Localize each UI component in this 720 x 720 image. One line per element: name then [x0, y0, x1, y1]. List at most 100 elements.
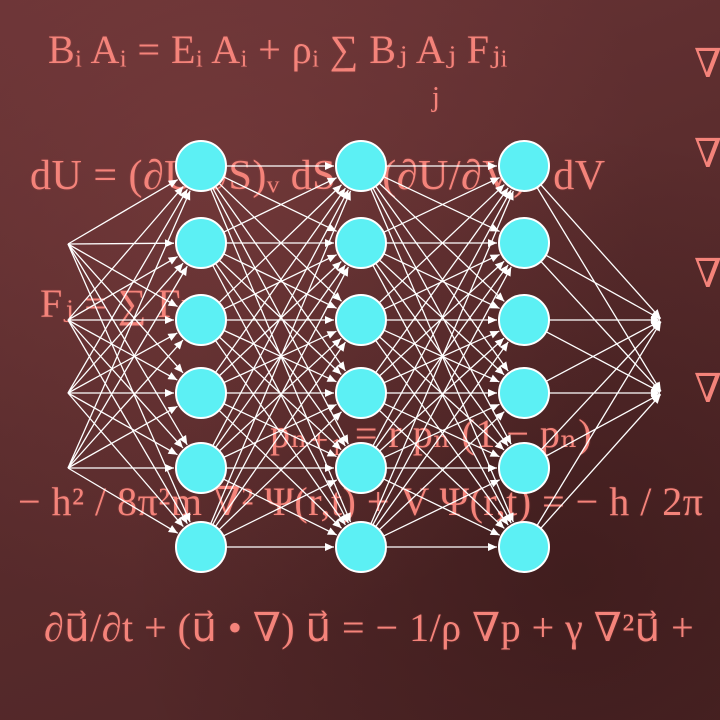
edge-arrowhead — [174, 363, 184, 373]
network-edge — [383, 479, 500, 537]
network-edge — [378, 411, 505, 531]
network-edge — [67, 190, 191, 469]
network-node — [498, 367, 550, 419]
nabla-symbol: ∇ — [694, 131, 720, 176]
network-edge — [218, 182, 342, 302]
network-node — [335, 294, 387, 346]
network-edge — [218, 337, 342, 452]
edge-arrowhead — [503, 513, 512, 524]
network-edge — [545, 320, 661, 382]
network-node — [335, 217, 387, 269]
network-node — [175, 294, 227, 346]
network-edge — [67, 242, 175, 245]
edge-arrowhead — [326, 177, 337, 186]
edge-arrowhead — [332, 519, 342, 529]
network-edge — [540, 184, 662, 319]
network-edge — [545, 254, 661, 320]
network-node — [335, 521, 387, 573]
network-edge — [67, 255, 178, 321]
network-edge — [67, 186, 184, 321]
edge-arrowhead — [499, 361, 509, 372]
network-edge — [536, 187, 662, 392]
network-edge — [212, 187, 349, 445]
network-edge — [67, 179, 179, 245]
network-edge — [67, 405, 178, 469]
network-edge — [67, 392, 178, 456]
edge-arrowhead — [489, 374, 500, 382]
network-edge — [378, 409, 505, 529]
network-edge — [67, 332, 178, 394]
edge-arrowhead — [179, 266, 188, 277]
edge-arrowhead — [167, 298, 178, 307]
edge-arrowhead — [174, 186, 184, 196]
edge-arrowhead — [167, 372, 178, 381]
edge-arrowhead — [489, 449, 500, 457]
network-edge — [67, 262, 184, 394]
edge-arrowhead — [174, 517, 184, 527]
network-edge — [223, 176, 337, 232]
network-edge — [372, 266, 512, 526]
edge-arrowhead — [167, 256, 178, 265]
edge-arrowhead — [325, 389, 334, 397]
edge-arrowhead — [340, 434, 349, 445]
edge-arrowhead — [489, 527, 500, 536]
edge-arrowhead — [331, 338, 342, 348]
network-edge — [372, 187, 512, 445]
edge-arrowhead — [336, 342, 346, 352]
network-edge — [379, 337, 505, 452]
edge-arrowhead — [325, 543, 334, 551]
network-node — [335, 140, 387, 192]
edge-arrowhead — [332, 411, 342, 421]
network-edge — [67, 243, 184, 374]
edge-arrowhead — [174, 263, 184, 273]
edge-arrowhead — [167, 446, 178, 455]
radiosity-equation: Bᵢ Aᵢ = Eᵢ Aᵢ + ρᵢ ∑ Bⱼ Aⱼ Fⱼᵢ — [48, 27, 508, 72]
network-edge — [223, 479, 338, 537]
navier-stokes-equation: ∂u⃗/∂t + (u⃗ • ∇) u⃗ = − 1/ρ ∇p + γ ∇²u⃗… — [44, 605, 695, 650]
network-edge — [67, 392, 184, 527]
network-edge — [383, 253, 500, 310]
edge-arrowhead — [494, 338, 505, 348]
edge-arrowhead — [488, 543, 497, 551]
edge-arrowhead — [336, 515, 346, 525]
edge-arrowhead — [167, 406, 178, 415]
edge-arrowhead — [488, 316, 497, 324]
edge-arrowhead — [495, 184, 505, 194]
edge-arrowhead — [343, 190, 351, 201]
network-edge — [536, 321, 662, 526]
edge-arrowhead — [494, 261, 505, 271]
edge-arrowhead — [179, 513, 188, 524]
edge-arrowhead — [499, 515, 509, 526]
edge-arrowhead — [499, 436, 509, 447]
edge-arrowhead — [495, 519, 505, 529]
network-edge — [383, 176, 500, 233]
network-node — [498, 521, 550, 573]
network-node — [498, 140, 550, 192]
edge-arrowhead — [326, 449, 337, 457]
network-edge — [67, 243, 191, 523]
edge-arrowhead — [503, 434, 512, 445]
edge-arrowhead — [167, 332, 178, 341]
network-edges — [67, 162, 662, 551]
edge-arrowhead — [489, 479, 500, 488]
edge-arrowhead — [503, 266, 512, 277]
network-edge — [540, 394, 662, 529]
edge-arrowhead — [325, 464, 334, 472]
network-edge — [214, 340, 346, 526]
network-edge — [218, 411, 342, 531]
edge-arrowhead — [325, 162, 334, 170]
edge-arrowhead — [489, 177, 500, 185]
edge-arrowhead — [652, 321, 661, 332]
network-edge — [67, 319, 178, 381]
network-node — [335, 367, 387, 419]
network-node — [175, 442, 227, 494]
network-edge — [214, 187, 346, 373]
network-edge — [214, 186, 346, 372]
network-edge — [540, 321, 662, 451]
network-edge — [223, 254, 337, 310]
edge-arrowhead — [326, 374, 337, 382]
edge-arrowhead — [495, 411, 505, 421]
network-edge — [218, 184, 342, 304]
